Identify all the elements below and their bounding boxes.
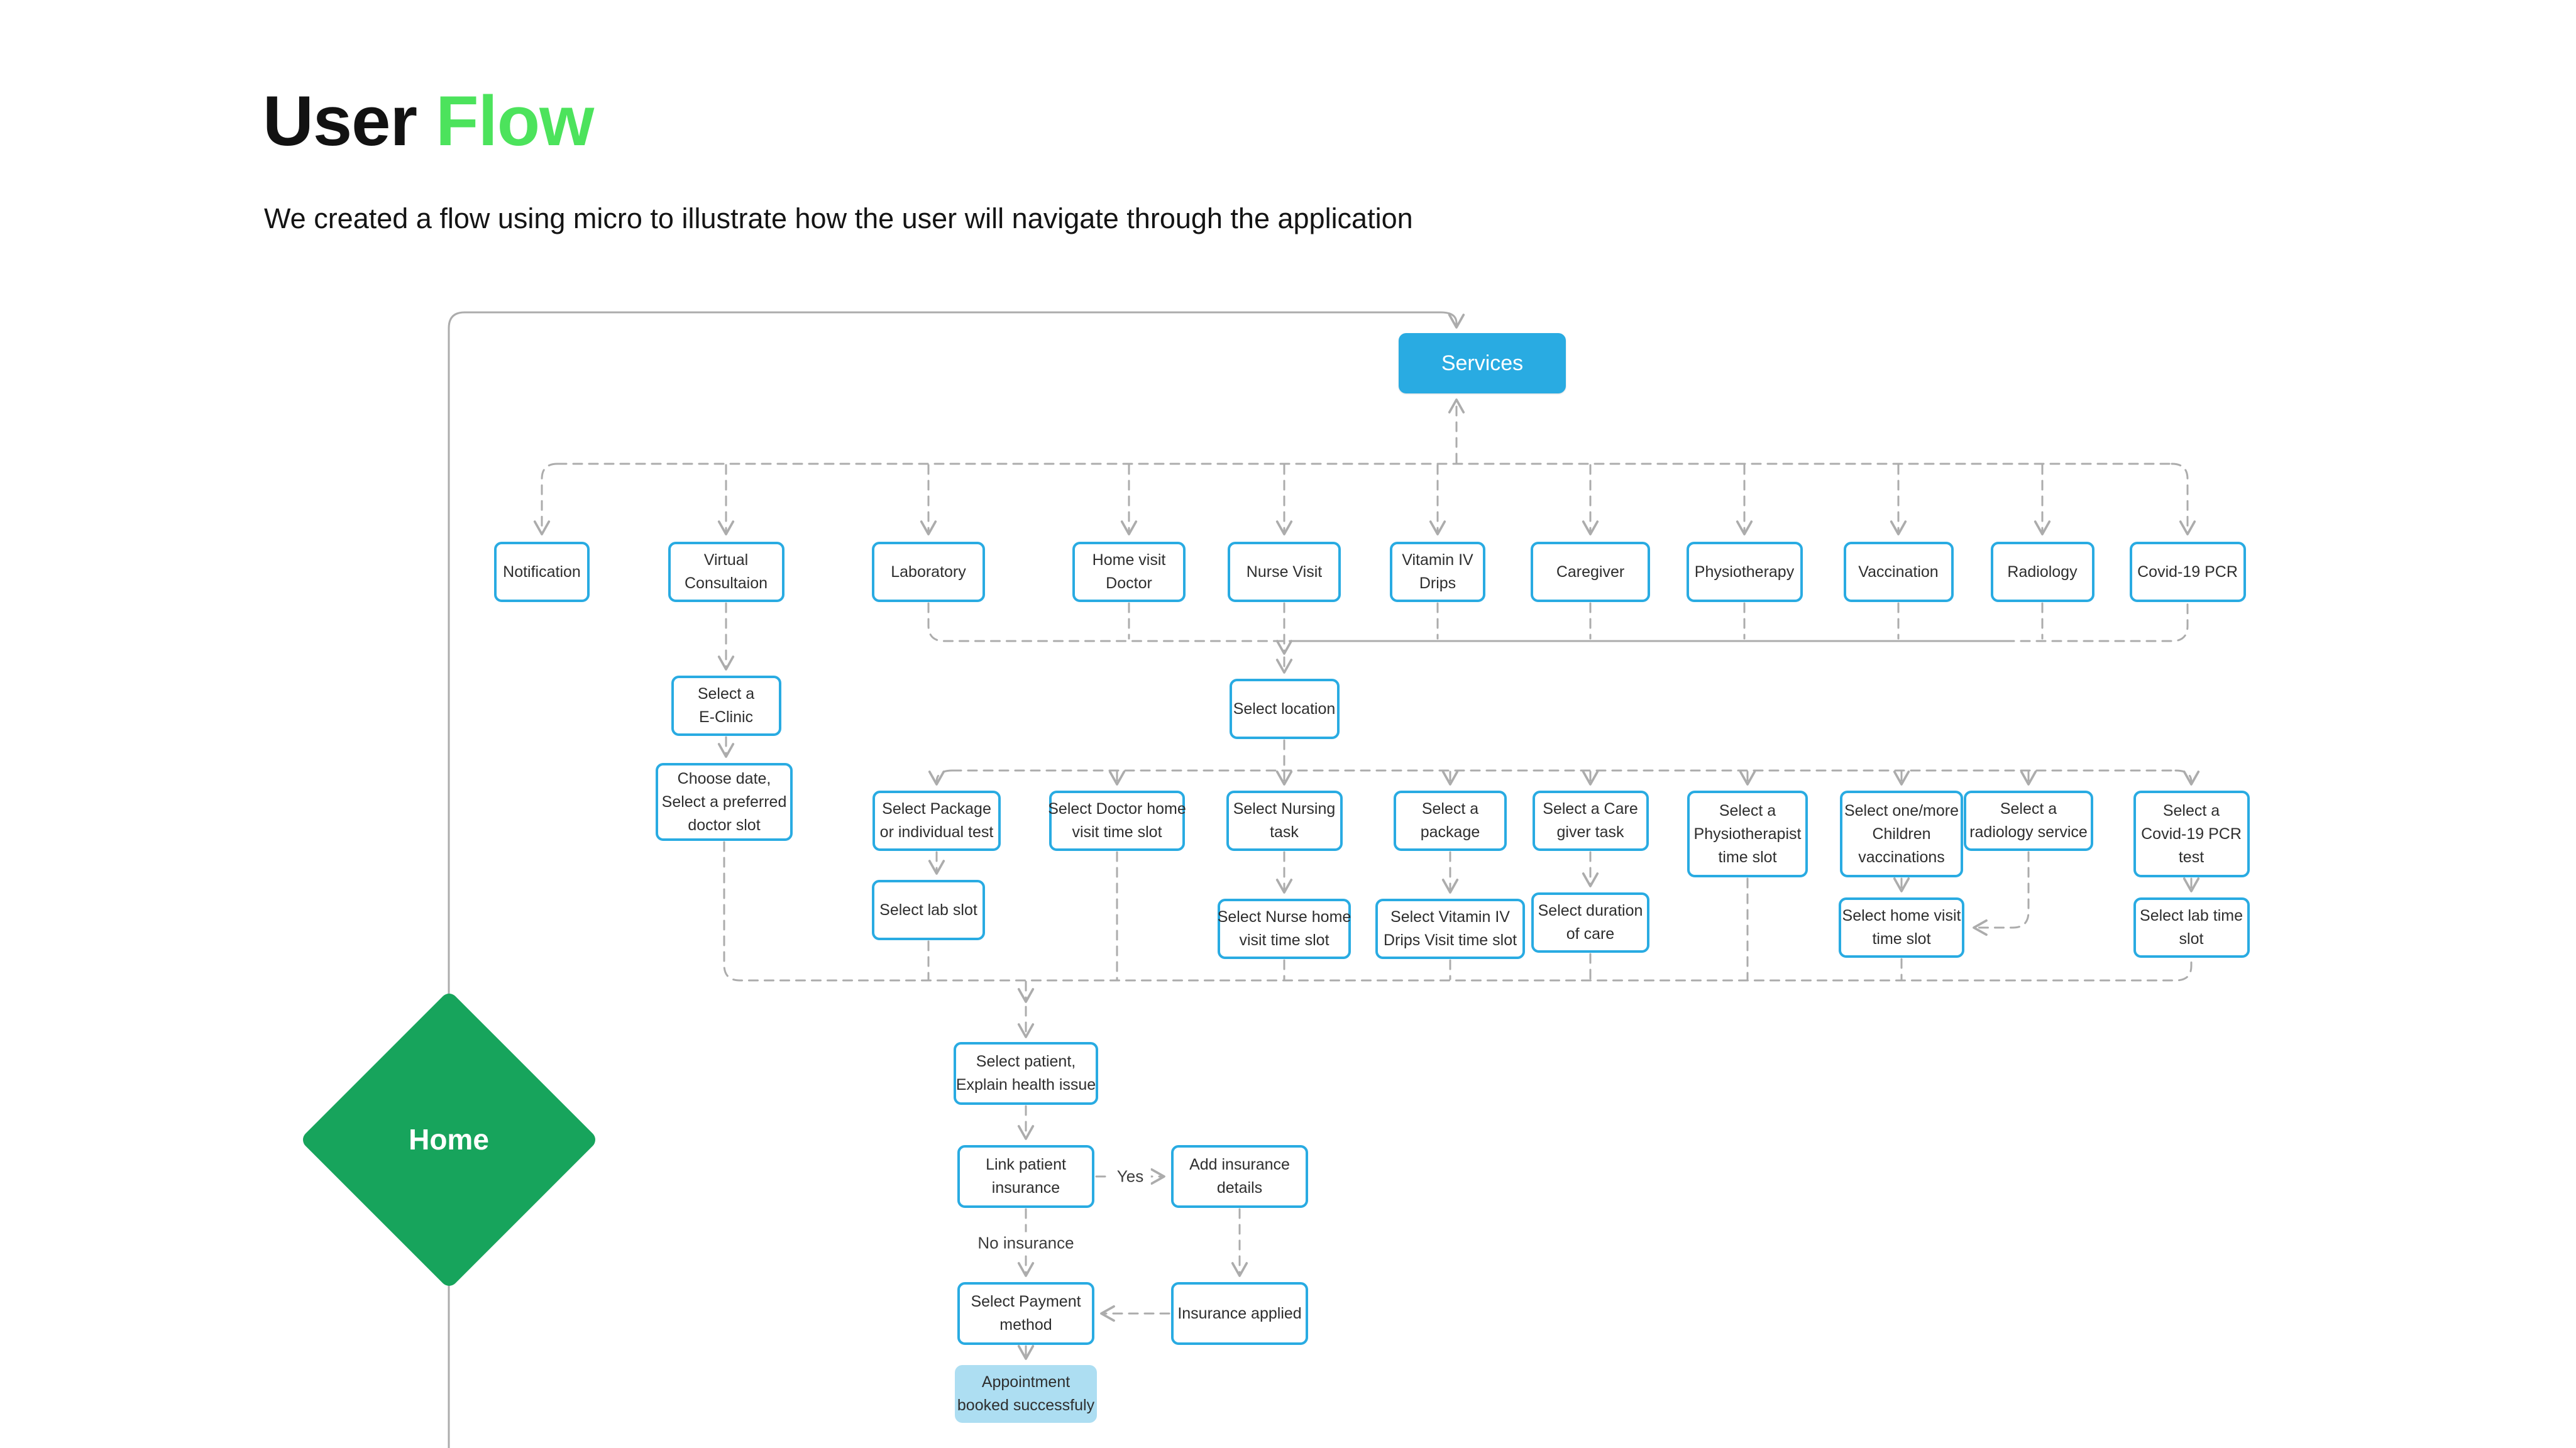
- node-covid-19-pcr: Covid-19 PCR: [2129, 542, 2246, 602]
- page-subtitle: We created a flow using micro to illustr…: [264, 202, 1413, 234]
- node-physiotherapy: Physiotherapy: [1686, 542, 1803, 602]
- node-select-lab-slot: Select lab slot: [872, 880, 985, 940]
- node-radiology: Radiology: [1990, 542, 2094, 602]
- node-vaccination: Vaccination: [1843, 542, 1954, 602]
- node-caregiver: Caregiver: [1531, 542, 1650, 602]
- node-insurance-applied: Insurance applied: [1171, 1282, 1308, 1345]
- node-select-lab-time-slot: Select lab time slot: [2133, 897, 2250, 958]
- edge-label-no-insurance: No insurance: [970, 1232, 1082, 1254]
- node-virtual-consultation: Virtual Consultaion: [668, 542, 784, 602]
- node-select-nursing-task: Select Nursing task: [1226, 791, 1343, 851]
- page-title-accent: Flow: [436, 82, 594, 160]
- node-select-vitamin-drips-slot: Select Vitamin IV Drips Visit time slot: [1375, 899, 1525, 959]
- node-nurse-visit: Nurse Visit: [1228, 542, 1341, 602]
- node-select-covid-test: Select a Covid-19 PCR test: [2133, 791, 2250, 877]
- node-select-home-visit-slot: Select home visit time slot: [1839, 897, 1964, 958]
- node-select-payment-method: Select Payment method: [957, 1282, 1094, 1345]
- node-select-e-clinic: Select a E-Clinic: [671, 676, 781, 736]
- node-link-patient-insurance: Link patient insurance: [957, 1145, 1094, 1208]
- node-select-nurse-home-slot: Select Nurse home visit time slot: [1218, 899, 1351, 959]
- node-services: Services: [1399, 333, 1566, 393]
- node-laboratory: Laboratory: [872, 542, 985, 602]
- node-select-children-vaccinations: Select one/more Children vaccinations: [1840, 791, 1963, 877]
- node-home-label: Home: [409, 1123, 489, 1156]
- edge-label-yes: Yes: [1109, 1165, 1152, 1188]
- node-appointment-booked: Appointment booked successfuly: [955, 1365, 1097, 1423]
- node-select-radiology-service: Select a radiology service: [1964, 791, 2093, 851]
- node-select-physiotherapist-slot: Select a Physiotherapist time slot: [1687, 791, 1808, 877]
- node-notification: Notification: [494, 542, 590, 602]
- node-add-insurance-details: Add insurance details: [1171, 1145, 1308, 1208]
- page-title-primary: User: [263, 82, 436, 160]
- node-select-a-package: Select a package: [1394, 791, 1507, 851]
- node-select-care-giver-task: Select a Care giver task: [1532, 791, 1649, 851]
- node-select-duration-of-care: Select duration of care: [1531, 892, 1649, 953]
- node-choose-date: Choose date, Select a preferred doctor s…: [656, 763, 793, 841]
- node-select-patient: Select patient, Explain health issue: [954, 1042, 1098, 1105]
- node-select-doctor-home-slot: Select Doctor home visit time slot: [1048, 791, 1186, 851]
- node-select-package-or-test: Select Package or individual test: [872, 791, 1001, 851]
- node-vitamin-iv-drips: Vitamin IV Drips: [1390, 542, 1485, 602]
- node-home-visit-doctor: Home visit Doctor: [1072, 542, 1186, 602]
- page-title: User Flow: [263, 80, 594, 162]
- node-select-location: Select location: [1229, 679, 1340, 739]
